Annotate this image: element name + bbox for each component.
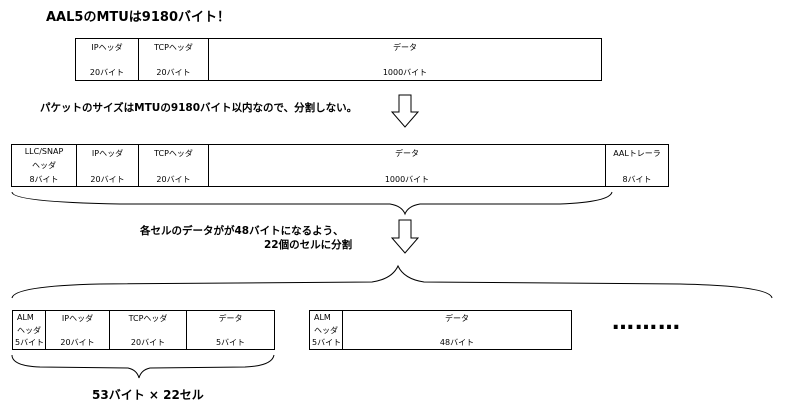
data-field: データ 1000バイト: [209, 145, 606, 186]
tcp-header-field: TCPヘッダ 20バイト: [139, 39, 209, 80]
data-size: 1000バイト: [382, 68, 428, 77]
atm-cell-first: ALM ヘッダ 5バイト IPヘッダ 20バイト TCPヘッダ 20バイト デー…: [12, 310, 275, 350]
tcp-header-field: TCPヘッダ 20バイト: [139, 145, 209, 186]
no-split-caption: パケットのサイズはMTUの9180バイト以内なので、分割しない。: [40, 102, 358, 114]
atm-cell-second: ALM ヘッダ 5バイト データ 48バイト: [309, 310, 572, 350]
tcp-header-field: TCPヘッダ 20バイト: [110, 311, 187, 349]
data-label: データ: [445, 314, 469, 323]
aal-trailer-field: AALトレーラ 8バイト: [606, 145, 668, 186]
alm-label: ALM: [314, 313, 331, 322]
tcp-header-size: 20バイト: [156, 68, 191, 77]
alm-size: 5バイト: [15, 338, 45, 347]
tcp-header-size: 20バイト: [130, 338, 166, 347]
ip-header-label: IPヘッダ: [61, 314, 94, 323]
ip-header-label: IPヘッダ: [91, 43, 123, 52]
ip-header-field: IPヘッダ 20バイト: [77, 145, 139, 186]
brace-cells: [11, 264, 773, 299]
down-arrow-icon: [390, 219, 420, 254]
tcp-header-label: TCPヘッダ: [128, 314, 168, 323]
data-label: データ: [395, 149, 419, 158]
tcp-header-size: 20バイト: [156, 175, 191, 184]
down-arrow-icon: [390, 94, 420, 128]
data-size: 48バイト: [439, 338, 475, 347]
more-cells-ellipsis: ………: [612, 310, 681, 335]
data-field: データ 5バイト: [187, 311, 274, 349]
aal-trailer-size: 8バイト: [622, 175, 652, 184]
brace-first-cell: [11, 354, 275, 379]
data-size: 5バイト: [215, 338, 246, 347]
ip-header-label: IPヘッダ: [91, 149, 124, 158]
llc-snap-header-field: LLC/SNAP ヘッダ 8バイト: [12, 145, 77, 186]
aal-trailer-label: AALトレーラ: [613, 149, 661, 158]
diagram-title: AAL5のMTUは9180バイト！: [46, 10, 230, 25]
data-label: データ: [218, 314, 243, 323]
llc-size: 8バイト: [29, 175, 59, 184]
data-size: 1000バイト: [384, 175, 430, 184]
aal5-pdu: LLC/SNAP ヘッダ 8バイト IPヘッダ 20バイト TCPヘッダ 20バ…: [11, 144, 669, 187]
tcp-header-label: TCPヘッダ: [154, 43, 193, 52]
llc-snap-label: LLC/SNAP: [24, 147, 64, 156]
llc-header-label: ヘッダ: [32, 161, 56, 170]
brace-aal5-pdu: [11, 191, 613, 216]
data-field: データ 1000バイト: [209, 39, 601, 80]
ip-header-field: IPヘッダ 20バイト: [46, 311, 110, 349]
ip-header-field: IPヘッダ 20バイト: [76, 39, 139, 80]
alm-header-field: ALM ヘッダ 5バイト: [310, 311, 343, 349]
alm-header-label: ヘッダ: [17, 326, 41, 335]
data-field: データ 48バイト: [343, 311, 571, 349]
original-packet: IPヘッダ 20バイト TCPヘッダ 20バイト データ 1000バイト: [75, 38, 602, 81]
cell-count-caption: 53バイト × 22セル: [92, 388, 204, 402]
alm-header-field: ALM ヘッダ 5バイト: [13, 311, 46, 349]
split-caption-line2: 22個のセルに分割: [264, 239, 353, 251]
tcp-header-label: TCPヘッダ: [154, 149, 193, 158]
data-label: データ: [393, 43, 417, 52]
alm-header-label: ヘッダ: [314, 326, 338, 335]
ip-header-size: 20バイト: [60, 338, 95, 347]
alm-label: ALM: [17, 313, 34, 322]
ip-header-size: 20バイト: [90, 175, 125, 184]
split-caption-line1: 各セルのデータがが48バイトになるよう、: [140, 225, 344, 237]
alm-size: 5バイト: [312, 338, 342, 347]
ip-header-size: 20バイト: [89, 68, 125, 77]
